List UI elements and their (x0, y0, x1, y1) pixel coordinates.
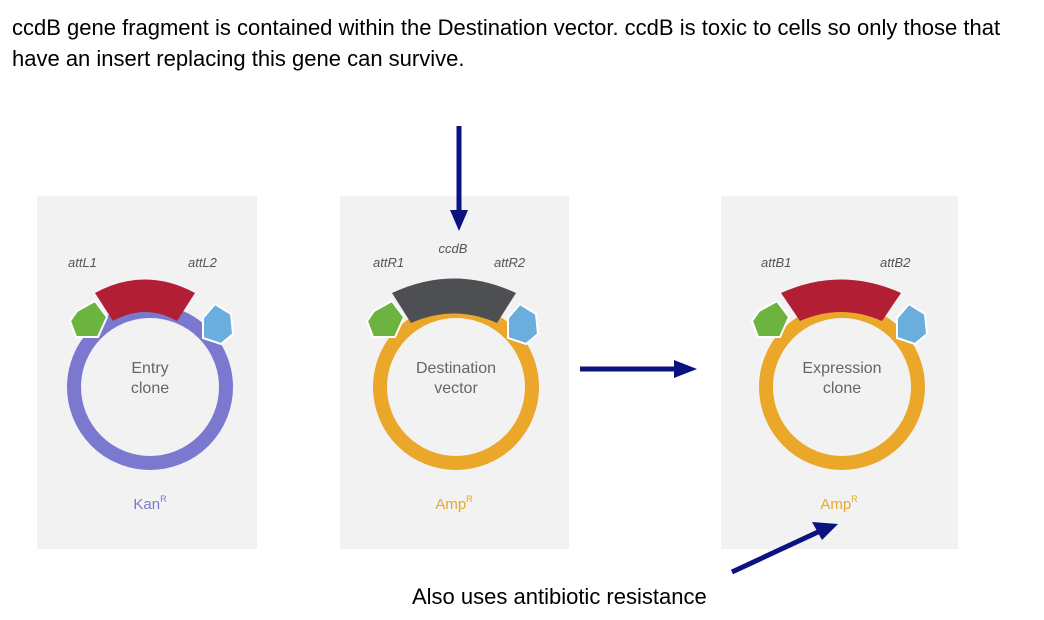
destination-resistance-marker: AmpR (435, 494, 473, 513)
expression-right-site-marker (896, 302, 929, 346)
entry-clone-panel: attL1 attL2 Entry clone KanR (37, 196, 257, 549)
entry-left-site-marker (68, 299, 109, 338)
destination-gene-label: ccdB (439, 241, 468, 256)
destination-right-site-label: attR2 (494, 255, 526, 270)
expression-name-line2: clone (823, 380, 861, 397)
destination-vector-diagram: attR1 ccdB attR2 Destination vector AmpR (365, 241, 540, 513)
entry-right-site-marker (202, 302, 235, 346)
destination-ccdb-segment (392, 278, 516, 323)
expression-left-site-marker (750, 299, 791, 338)
entry-name-line1: Entry (131, 360, 168, 377)
destination-marker-text: Amp (435, 496, 466, 513)
destination-right-site-marker (507, 302, 540, 346)
expression-clone-panel: attB1 attB2 Expression clone AmpR (721, 196, 958, 549)
entry-marker-text: Kan (133, 496, 160, 513)
entry-resistance-marker: KanR (133, 494, 167, 513)
entry-left-site-label: attL1 (68, 255, 97, 270)
destination-left-site-label: attR1 (373, 255, 404, 270)
destination-vector-panel: attR1 ccdB attR2 Destination vector AmpR (340, 196, 569, 549)
expression-insert-segment (781, 279, 901, 321)
expression-left-site-label: attB1 (761, 255, 791, 270)
expression-marker-superscript: R (851, 494, 858, 504)
destination-name-line2: vector (434, 380, 478, 397)
entry-insert-segment (95, 279, 195, 321)
expression-clone-diagram: attB1 attB2 Expression clone AmpR (750, 255, 929, 513)
entry-right-site-label: attL2 (188, 255, 218, 270)
destination-name-line1: Destination (416, 360, 496, 377)
entry-name-line2: clone (131, 380, 169, 397)
destination-left-site-marker (365, 299, 406, 338)
destination-marker-superscript: R (466, 494, 473, 504)
expression-resistance-marker: AmpR (820, 494, 858, 513)
entry-marker-superscript: R (160, 494, 167, 504)
expression-right-site-label: attB2 (880, 255, 911, 270)
reaction-arrow (580, 360, 697, 378)
antibiotic-resistance-note: Also uses antibiotic resistance (412, 584, 707, 609)
expression-marker-text: Amp (820, 496, 851, 513)
caption-text: ccdB gene fragment is contained within t… (12, 15, 1001, 71)
entry-clone-diagram: attL1 attL2 Entry clone KanR (67, 255, 235, 513)
expression-name-line1: Expression (802, 360, 881, 377)
